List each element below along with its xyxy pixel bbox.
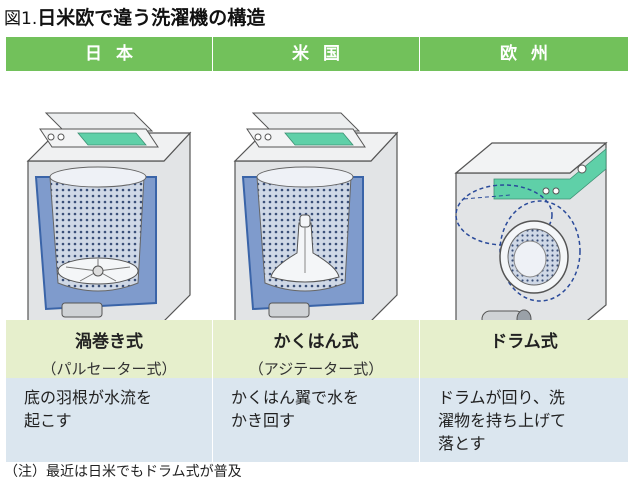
figure-title: 図1.日米欧で違う洗濯機の構造	[4, 4, 265, 32]
description-text: 底の羽根が水流を 起こす	[24, 388, 153, 430]
type-subname: （アジテーター式）	[248, 360, 384, 378]
type-subname: （パルセーター式）	[41, 360, 177, 378]
type-name: 渦巻き式	[75, 332, 143, 352]
column-japan: 日本 渦巻き式 （パ	[6, 37, 212, 462]
figure-title-prefix: 図1.	[4, 9, 38, 29]
column-europe: 欧州 ドラム式 ドラムが回り、洗 濯物を持ち上げて 落とす	[420, 37, 628, 462]
column-header: 欧州	[420, 37, 628, 71]
footnote: （注）最近は日米でもドラム式が普及	[4, 464, 242, 480]
column-header: 米国	[213, 37, 419, 71]
description-box: かくはん翼で水を かき回す	[213, 378, 419, 462]
agitator-washer-icon	[233, 112, 399, 334]
description-text: かくはん翼で水を かき回す	[231, 388, 360, 430]
drum-washer-icon	[454, 141, 608, 336]
description-box: ドラムが回り、洗 濯物を持ち上げて 落とす	[420, 378, 628, 462]
description-text: ドラムが回り、洗 濯物を持ち上げて 落とす	[438, 388, 567, 453]
column-usa: 米国 かくはん式 （アジテーター式） かくはん翼で水を かき回す	[213, 37, 419, 462]
type-name: かくはん式	[273, 332, 359, 352]
description-box: 底の羽根が水流を 起こす	[6, 378, 212, 462]
column-header: 日本	[6, 37, 212, 71]
pulsator-washer-icon	[26, 112, 192, 334]
figure-title-main: 日米欧で違う洗濯機の構造	[37, 7, 266, 29]
type-name: ドラム式	[490, 332, 558, 352]
